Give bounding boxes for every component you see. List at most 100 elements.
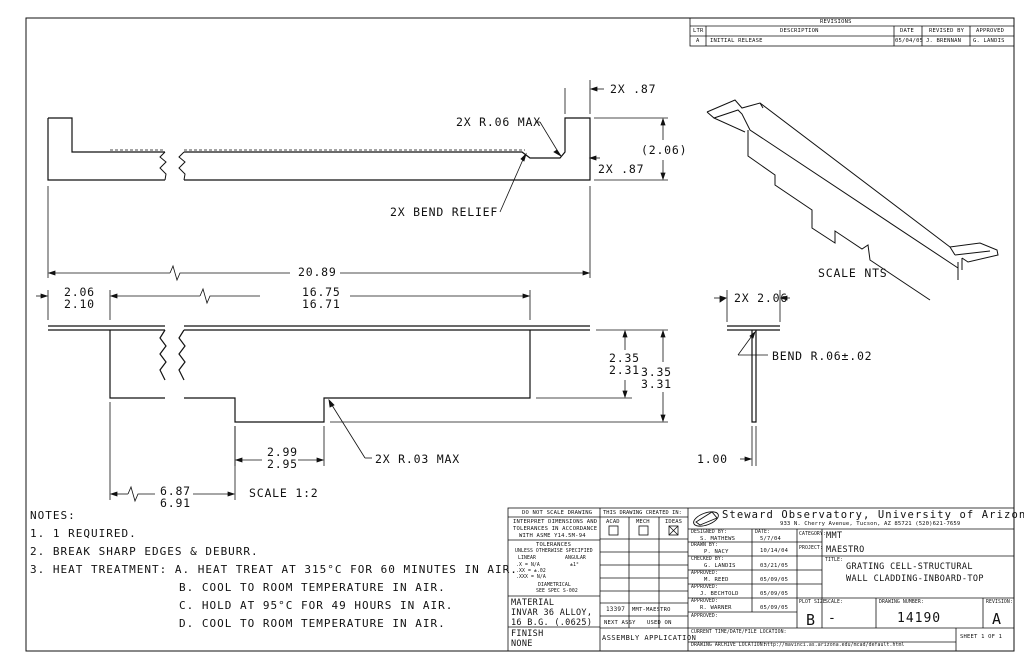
dim-bottom-top: 6.87 (160, 484, 191, 498)
category: MMT (826, 531, 843, 541)
rev-header-description: DESCRIPTION (780, 28, 819, 34)
cad-acad: ACAD (606, 519, 620, 525)
scale-label: SCALE: (825, 600, 843, 605)
notes-title: NOTES: (30, 509, 76, 522)
note-2: 2. BREAK SHARP EDGES & DEBURR. (30, 545, 259, 558)
date-label: DATE: (755, 530, 770, 535)
assembly-application: ASSEMBLY APPLICATION (602, 634, 697, 642)
rev-header-ltr: LTR (693, 28, 704, 34)
dim-h1-bot: 2.31 (609, 363, 640, 377)
archive-url: http://mavinci.as.arizona.edu/mcad/defau… (764, 643, 905, 648)
linear-label: LINEAR (518, 556, 536, 561)
revisions-table-lines (689, 17, 1015, 47)
material-line-1: INVAR 36 ALLOY, (511, 608, 593, 618)
title-block-lines (507, 507, 1015, 652)
diametrical-label: DIAMETRICAL (538, 583, 571, 588)
rev-cell-description: INITIAL RELEASE (710, 38, 763, 44)
dim-side-width: 2X 2.06 (734, 291, 789, 305)
dim-tab-top: 2X .87 (610, 82, 657, 96)
rev-cell-revised-by: J. BRENNAN (926, 38, 962, 44)
dim-bottom-bot: 6.91 (160, 496, 191, 510)
dim-notch-bot: 2.95 (267, 457, 298, 471)
approved-1: M. REED (704, 577, 729, 583)
approved-label-2: APPROVED: (691, 585, 718, 590)
rev-header-revised-by: REVISED BY (929, 28, 965, 34)
tolerances-line: TOLERANCES IN ACCORDANCE (513, 526, 598, 532)
revision-label: REVISION: (986, 600, 1013, 605)
front-scale-label: SCALE 1:2 (249, 486, 319, 500)
revisions-title: REVISIONS (820, 19, 852, 25)
project-label: PROJECT: (799, 546, 823, 551)
rev-cell-ltr: A (696, 38, 700, 44)
unless-specified: UNLESS OTHERWISE SPECIFIED (515, 549, 593, 554)
dim-left-top: 2.06 (64, 285, 95, 299)
approved-label-1: APPROVED: (691, 571, 718, 576)
sheet-number: SHEET 1 OF 1 (960, 634, 1003, 640)
approved-3: R. WARNER (700, 605, 732, 611)
archive-label: DRAWING ARCHIVE LOCATION: (691, 643, 766, 648)
tol-xx: .XX = ±.02 (516, 569, 546, 574)
approved-3-date: 05/09/05 (760, 605, 789, 611)
created-in: THIS DRAWING CREATED IN: (603, 510, 682, 516)
organization-address: 933 N. Cherry Avenue, Tucson, AZ 85721 (… (780, 521, 961, 527)
designed-by: S. MATHEWS (700, 536, 736, 542)
designed-by-label: DESIGNED BY: (691, 530, 727, 535)
approved-label-4: APPROVED: (691, 614, 718, 619)
top-view-dimension-lines (47, 80, 668, 282)
dim-mid-bot: 16.71 (302, 297, 341, 311)
checked-by-label: CHECKED BY: (691, 557, 724, 562)
front-view-dimension-lines (36, 287, 668, 503)
used-on-label: USED ON (647, 620, 672, 626)
plot-size: B (806, 611, 817, 629)
drawing-number-label: DRAWING NUMBER: (879, 600, 924, 605)
note-3b: B. COOL TO ROOM TEMPERATURE IN AIR. (179, 581, 446, 594)
rev-cell-date: 05/04/05 (895, 38, 924, 44)
cad-mech: MECH (636, 519, 650, 525)
rev-cell-approved: G. LANDIS (973, 38, 1005, 44)
asme-line: WITH ASME Y14.5M-94 (519, 533, 586, 539)
approved-2: J. BECHTOLD (700, 591, 739, 597)
next-assy-number: 13397 (606, 606, 626, 613)
dim-radius-max: 2X R.06 MAX (456, 115, 541, 129)
rev-header-date: DATE (900, 28, 915, 34)
checked-by: G. LANDIS (704, 563, 736, 569)
dim-h1-top: 2.35 (609, 351, 640, 365)
drawn-by-label: DRAWN BY: (691, 543, 718, 548)
used-on-value: MMT-MAESTRO (632, 607, 671, 613)
iso-scale-label: SCALE NTS (818, 266, 888, 280)
tol-x: .X = N/A (516, 563, 540, 568)
bend-relief-label: 2X BEND RELIEF (390, 205, 499, 219)
approved-1-date: 05/09/05 (760, 577, 789, 583)
rev-header-approved: APPROVED (976, 28, 1005, 34)
scale-value: - (828, 611, 837, 626)
title-label: TITLE: (825, 558, 843, 563)
isometric-view (706, 99, 999, 301)
drawing-number: 14190 (897, 611, 942, 626)
dim-h2-bot: 3.31 (641, 377, 672, 391)
overall-length: 20.89 (298, 265, 337, 279)
revision-letter: A (992, 610, 1003, 628)
note-3d: D. COOL TO ROOM TEMPERATURE IN AIR. (179, 617, 446, 630)
dim-notch-top: 2.99 (267, 445, 298, 459)
see-spec: SEE SPEC S-002 (536, 589, 578, 594)
finish-label: FINISH (511, 629, 544, 639)
note-3c: C. HOLD AT 95°C FOR 49 HOURS IN AIR. (179, 599, 454, 612)
tol-xxx: .XXX = N/A (516, 575, 546, 580)
approved-2-date: 05/09/05 (760, 591, 789, 597)
organization-name: Steward Observatory, University of Arizo… (722, 509, 1024, 521)
angular-label: ANGULAR (565, 556, 586, 561)
plot-size-label: PLOT SIZE (799, 600, 826, 605)
current-file-label: CURRENT TIME/DATE/FILE LOCATION: (691, 630, 787, 635)
note-3a: 3. HEAT TREATMENT: A. HEAT TREAT AT 315°… (30, 563, 518, 576)
drawing-title-2: WALL CLADDING-INBOARD-TOP (846, 574, 984, 584)
material-label: MATERIAL (511, 598, 555, 608)
project: MAESTRO (826, 545, 865, 555)
material-line-2: 16 B.G. (.0625) (511, 618, 593, 628)
dim-side-height: 1.00 (697, 452, 728, 466)
tolerances-heading: TOLERANCES (536, 542, 572, 548)
interpret-line: INTERPRET DIMENSIONS AND (513, 519, 598, 525)
steward-logo (693, 511, 719, 527)
cad-ideas: IDEAS (665, 519, 683, 525)
checked-date: 03/21/05 (760, 563, 789, 569)
